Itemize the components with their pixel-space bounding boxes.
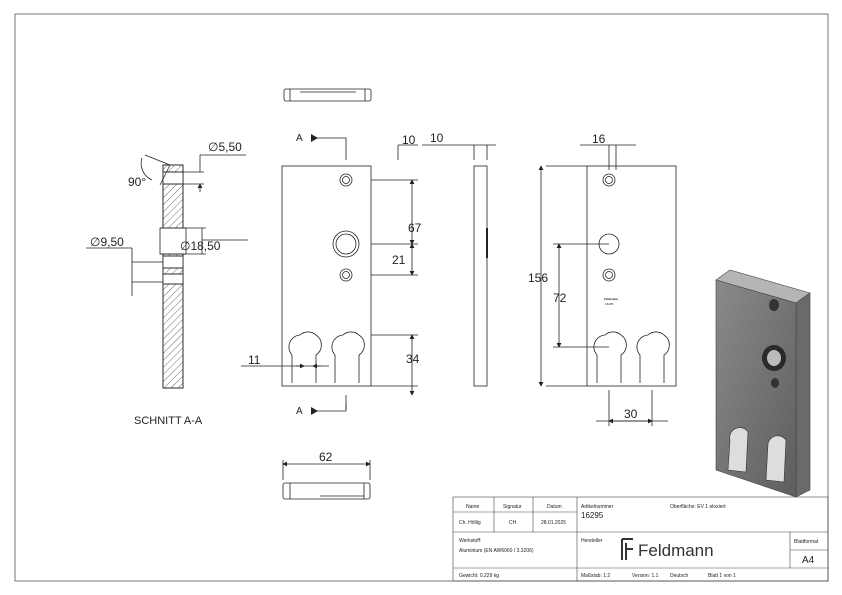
tb-sprache: Deutsch (670, 573, 689, 579)
logo-text: Feldmann (638, 541, 714, 560)
dim-11: 11 (248, 353, 261, 367)
dim-72: 72 (553, 291, 567, 305)
dim-30: 30 (624, 407, 638, 421)
tb-artikel-hdr: Artikelnummer (581, 504, 614, 510)
sheet-border (14, 13, 829, 582)
tb-massstab: Maßstab: 1:2 (581, 573, 610, 579)
dim-hole-small: ∅5,50 (208, 140, 242, 154)
dim-10b: 10 (430, 131, 444, 145)
engrave-line2: 16295 (605, 302, 614, 306)
tb-datum-val: 28.01.2025 (541, 520, 566, 526)
tb-name-hdr: Name (466, 504, 480, 510)
rear-view (538, 144, 677, 426)
tb-werkstoff-val: Aluminium (EN AW6060 / 3.3206) (459, 548, 534, 554)
tb-name-val: Ch. Höllig (459, 520, 481, 526)
tb-signatur-hdr: Signatur (503, 504, 522, 510)
cut-arrowhead-bottom (311, 407, 318, 415)
dim-62: 62 (319, 450, 333, 464)
cut-mark-top: A (296, 133, 303, 144)
tb-blattformat-hdr: Blattformat (794, 539, 819, 545)
dim-10a: 10 (402, 133, 416, 147)
tb-oberflaeche: Oberfläche: EV 1 eloxiert (670, 504, 726, 510)
feldmann-logo-icon (621, 538, 633, 560)
title-block (452, 496, 829, 582)
tb-blatt: Blatt 1 von 1 (708, 573, 736, 579)
side-view (422, 144, 496, 387)
cut-arrowhead-top (311, 134, 318, 142)
feldmann-logo: Feldmann (621, 538, 714, 560)
dim-34: 34 (406, 352, 420, 366)
dim-156: 156 (528, 271, 548, 285)
dim-counterbore: ∅18,50 (180, 239, 221, 253)
dim-center-hole: ∅9,50 (90, 235, 124, 249)
top-edge-view (283, 88, 372, 102)
tb-version: Version: 1.1 (632, 573, 659, 579)
tb-werkstoff-hdr: Werkstoff: (459, 538, 481, 544)
isometric-view (715, 269, 811, 498)
dim-67: 67 (408, 221, 422, 235)
cut-mark-bottom: A (296, 406, 303, 417)
angle-label: 90° (128, 175, 146, 189)
tb-gewicht: Gewicht: 0.229 kg (459, 573, 499, 579)
tb-blattformat-val: A4 (802, 555, 815, 566)
dim-16: 16 (592, 132, 606, 146)
tb-hersteller-hdr: Hersteller (581, 538, 603, 544)
section-label: SCHNITT A-A (134, 415, 203, 427)
tb-datum-hdr: Datum (547, 504, 562, 510)
front-view (241, 144, 418, 409)
cut-arrow-bottom (311, 404, 347, 412)
dim-21: 21 (392, 253, 406, 267)
tb-artikel-val: 16295 (581, 511, 604, 520)
bottom-edge-view (282, 460, 371, 500)
tb-signatur-val: CH (509, 520, 517, 526)
engrave-line1: Feldmann (604, 297, 618, 301)
cut-arrow-top (311, 137, 347, 145)
section-view (86, 154, 248, 389)
